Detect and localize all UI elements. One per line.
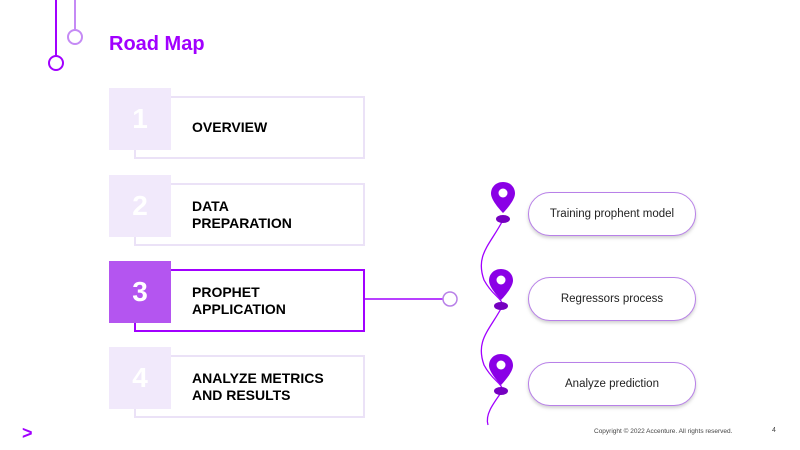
substep-analyze-prediction: Analyze prediction: [528, 362, 696, 406]
step-2-number: 2: [109, 175, 171, 237]
step-3-number: 3: [109, 261, 171, 323]
step-1-number: 1: [109, 88, 171, 150]
copyright-text: Copyright © 2022 Accenture. All rights r…: [594, 428, 733, 435]
substep-training-model: Training prophent model: [528, 192, 696, 236]
page-number: 4: [772, 427, 776, 434]
step-4-text: ANALYZE METRICS AND RESULTS: [192, 369, 324, 403]
step-4-label: ANALYZE METRICS AND RESULTS: [134, 355, 365, 418]
step-4-number: 4: [109, 347, 171, 409]
step-1-text: OVERVIEW: [192, 119, 268, 135]
step-1-label: OVERVIEW: [134, 96, 365, 159]
step-2-label: DATA PREPARATION: [134, 183, 365, 246]
decorative-connector-icon: [48, 0, 83, 71]
location-pin-icon: [491, 182, 515, 223]
step-2-text: DATA PREPARATION: [192, 197, 292, 231]
location-pin-icon: [489, 354, 513, 395]
accenture-logo: >: [22, 423, 33, 443]
step-3-label: PROPHET APPLICATION: [134, 269, 365, 332]
page-title: Road Map: [109, 33, 205, 55]
location-pin-icon: [489, 269, 513, 310]
step-connector-icon: [365, 291, 458, 307]
step-3-text: PROPHET APPLICATION: [192, 283, 286, 317]
substep-regressors-process: Regressors process: [528, 277, 696, 321]
